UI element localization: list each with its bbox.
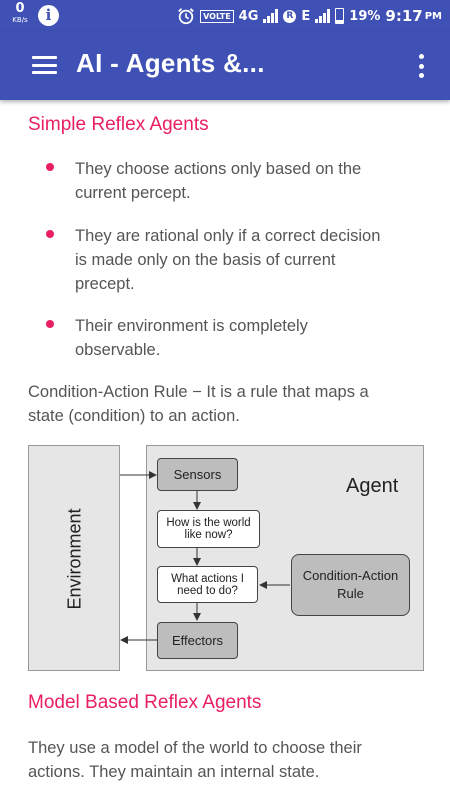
bullet-2-line-1: They are rational only if a correct deci… [75,227,381,245]
network-type: 4G [238,8,259,24]
rule-text-line-1: Condition-Action Rule − It is a rule tha… [28,383,369,401]
network-speed-value: 0 [15,1,25,16]
bullet-item-2: They are rational only if a correct deci… [75,224,425,296]
bullet-3-line-1: Their environment is completely [75,317,308,335]
hamburger-menu-icon[interactable] [32,56,57,74]
world-state-box: How is the world like now? [157,510,260,548]
sensors-box: Sensors [157,458,238,491]
roaming-badge: R [283,9,297,23]
bullet-1-line-1: They choose actions only based on the [75,160,362,178]
effectors-box: Effectors [157,622,238,659]
agent-label: Agent [346,475,399,497]
world-state-line-2: like now? [184,529,233,541]
rule-box-line-1: Condition-Action [302,568,399,583]
sim2-network-type: E [301,8,311,24]
what-actions-line-2: need to do? [177,584,238,597]
what-actions-line-1: What actions I [171,572,244,585]
signal-strength-icon [263,9,279,23]
info-icon: i [38,5,59,26]
app-title: AI - Agents &... [76,48,265,78]
clock-ampm: PM [424,10,442,22]
bullet-1-line-2: current percept. [75,184,191,202]
bullet-3-line-2: observable. [75,341,161,359]
bullet-item-3: Their environment is completely observab… [75,314,425,362]
model-based-line-1: They use a model of the world to choose … [28,739,362,757]
volte-badge: VOLTE [200,9,234,23]
alarm-icon [178,8,194,25]
rule-text-line-2: state (condition) to an action. [28,407,240,425]
effectors-label: Effectors [171,633,224,648]
world-state-line-1: How is the world [166,517,251,529]
condition-action-rule-box: Condition-Action Rule [291,554,410,616]
condition-action-rule-text: Condition-Action Rule − It is a rule tha… [28,380,428,428]
network-speed-unit: KB/s [12,16,28,24]
environment-box: Environment [28,445,120,671]
more-vert-icon[interactable] [418,54,424,78]
rule-box-line-2: Rule [337,586,364,601]
clock-time: 9:17 [385,7,423,25]
status-bar: 0 KB/s i VOLTE 4G R E 19% 9:17 PM [0,0,450,32]
bullet-2-line-2: is made only on the basis of current [75,251,336,269]
app-bar: AI - Agents &... [0,32,450,100]
what-actions-box: What actions I need to do? [157,566,258,603]
model-based-line-2: actions. They maintain an internal state… [28,763,320,781]
simple-reflex-agent-diagram: Environment Agent Sensors How is the wor… [28,445,424,671]
status-icons: VOLTE 4G R E 19% 9:17 PM [177,0,442,32]
section-heading-simple-reflex: Simple Reflex Agents [28,114,209,135]
battery-percent: 19% [349,8,381,24]
network-speed: 0 KB/s [8,2,32,24]
diagram-connectors [120,471,290,644]
signal-strength-2-icon [315,9,331,23]
bullet-2-line-3: precept. [75,275,135,293]
sensors-label: Sensors [173,467,222,482]
section-heading-model-based: Model Based Reflex Agents [28,692,262,713]
battery-icon [335,8,345,24]
model-based-description: They use a model of the world to choose … [28,736,428,784]
bullet-item-1: They choose actions only based on the cu… [75,157,425,205]
